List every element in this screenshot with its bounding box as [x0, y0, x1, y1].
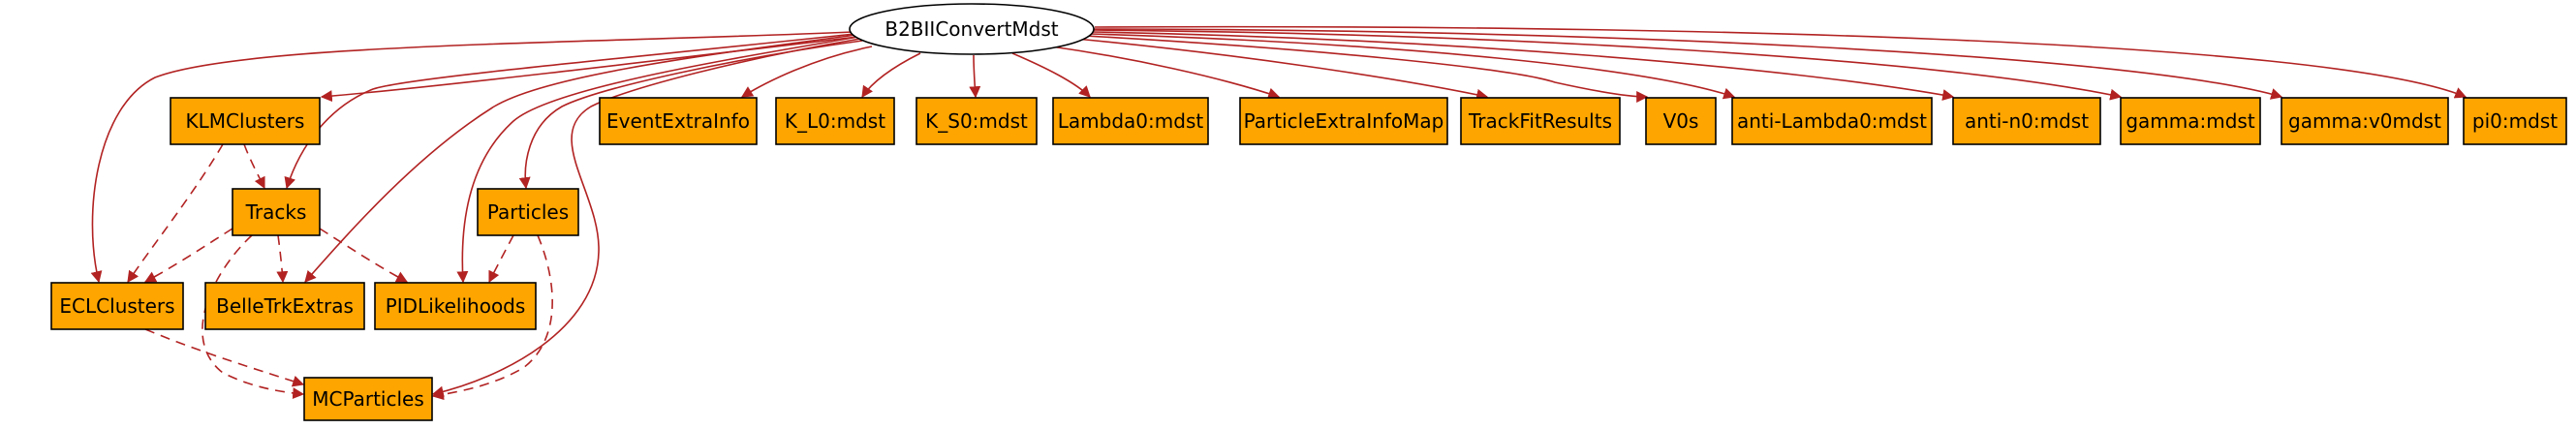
- node-pidlikelihoods-label: PIDLikelihoods: [386, 294, 526, 318]
- node-eventextrainfo-label: EventExtraInfo: [606, 109, 750, 133]
- edge-root-to-antilambda0mdst: [1089, 33, 1736, 100]
- node-trackfitresults-label: TrackFitResults: [1468, 109, 1612, 133]
- node-mcparticles: MCParticles: [303, 377, 433, 421]
- edge-root-to-trackfitresults: [1074, 38, 1489, 101]
- node-eclclusters-label: ECLClusters: [59, 294, 174, 318]
- edge-root-to-lambda0mdst: [1011, 52, 1091, 98]
- edge-root-to-belletrkextras: [304, 34, 857, 283]
- node-kl0mdst: K_L0:mdst: [775, 97, 895, 145]
- edge-tracks-to-mcparticles: [202, 234, 305, 400]
- node-antin0mdst: anti-n0:mdst: [1952, 97, 2101, 145]
- node-ks0mdst-label: K_S0:mdst: [925, 109, 1028, 133]
- edge-root-to-tracks: [284, 33, 855, 190]
- edge-root-to-mcparticles: [431, 38, 861, 398]
- edge-tracks-to-eclclusters: [143, 228, 233, 283]
- node-antilambda0mdst-shape: [1731, 97, 1933, 145]
- node-root-label: B2BIIConvertMdst: [885, 17, 1058, 41]
- node-lambda0mdst-shape: [1052, 97, 1209, 145]
- node-gammav0mdst-label: gamma:v0mdst: [2288, 109, 2441, 133]
- node-particles: Particles: [477, 188, 579, 236]
- node-particles-shape: [477, 188, 579, 236]
- edge-root-to-klmclusters: [320, 36, 858, 103]
- node-trackfitresults: TrackFitResults: [1460, 97, 1621, 145]
- node-tracks: Tracks: [232, 188, 321, 236]
- edge-particles-to-pidlikelihoods: [488, 234, 514, 284]
- edge-root-to-pi0mdst: [1094, 25, 2467, 99]
- node-v0s: V0s: [1645, 97, 1717, 145]
- node-root-shape: [849, 3, 1095, 55]
- node-eclclusters-shape: [50, 282, 184, 330]
- edge-klmclusters-to-tracks: [243, 143, 265, 190]
- edge-tracks-to-belletrkextras: [276, 234, 289, 284]
- node-ks0mdst: K_S0:mdst: [916, 97, 1038, 145]
- node-particleextrainfomap-label: ParticleExtraInfoMap: [1244, 109, 1444, 133]
- edge-particles-to-mcparticles: [431, 234, 553, 401]
- node-tracks-label: Tracks: [245, 200, 307, 224]
- edge-klmclusters-to-eclclusters: [127, 143, 224, 283]
- edge-root-to-antin0mdst: [1091, 31, 1955, 101]
- node-v0s-label: V0s: [1663, 109, 1699, 133]
- node-gammav0mdst: gamma:v0mdst: [2281, 97, 2449, 145]
- node-particleextrainfomap-shape: [1239, 97, 1448, 145]
- node-particleextrainfomap: ParticleExtraInfoMap: [1239, 97, 1448, 145]
- edge-eclclusters-to-mcparticles: [144, 328, 305, 387]
- node-klmclusters: KLMClusters: [170, 97, 321, 145]
- edge-root-to-v0s: [1084, 35, 1649, 103]
- edge-tracks-to-pidlikelihoods: [319, 228, 409, 283]
- node-belletrkextras-label: BelleTrkExtras: [216, 294, 354, 318]
- node-kl0mdst-shape: [775, 97, 895, 145]
- node-eclclusters: ECLClusters: [50, 282, 184, 330]
- node-trackfitresults-shape: [1460, 97, 1621, 145]
- edge-root-to-gammamdst: [1092, 29, 2123, 101]
- node-pi0mdst-label: pi0:mdst: [2472, 109, 2558, 133]
- node-pi0mdst-shape: [2463, 97, 2567, 145]
- edge-root-to-pidlikelihoods: [456, 36, 859, 284]
- node-kl0mdst-label: K_L0:mdst: [785, 109, 885, 133]
- edge-root-to-particles: [518, 40, 863, 190]
- edge-root-to-eclclusters: [90, 31, 853, 284]
- node-mcparticles-label: MCParticles: [312, 387, 424, 411]
- edge-root-to-eventextrainfo: [740, 46, 873, 98]
- node-gammamdst-label: gamma:mdst: [2126, 109, 2255, 133]
- node-eventextrainfo-shape: [599, 97, 758, 145]
- node-gammamdst: gamma:mdst: [2120, 97, 2261, 145]
- node-belletrkextras: BelleTrkExtras: [204, 282, 365, 330]
- node-klmclusters-label: KLMClusters: [186, 109, 305, 133]
- edges-layer: [90, 25, 2467, 401]
- edge-root-to-particleextrainfomap: [1050, 46, 1281, 100]
- node-lambda0mdst-label: Lambda0:mdst: [1058, 109, 1204, 133]
- node-pidlikelihoods: PIDLikelihoods: [374, 282, 537, 330]
- node-gammav0mdst-shape: [2281, 97, 2449, 145]
- node-antilambda0mdst-label: anti-Lambda0:mdst: [1737, 109, 1927, 133]
- node-root: B2BIIConvertMdst: [849, 3, 1095, 55]
- node-antin0mdst-label: anti-n0:mdst: [1965, 109, 2089, 133]
- node-mcparticles-shape: [303, 377, 433, 421]
- node-antin0mdst-shape: [1952, 97, 2101, 145]
- nodes-layer: B2BIIConvertMdstKLMClustersTracksECLClus…: [50, 3, 2567, 421]
- node-pidlikelihoods-shape: [374, 282, 537, 330]
- node-pi0mdst: pi0:mdst: [2463, 97, 2567, 145]
- node-v0s-shape: [1645, 97, 1717, 145]
- edge-root-to-ks0mdst: [969, 54, 981, 99]
- edge-root-to-kl0mdst: [861, 52, 921, 98]
- node-belletrkextras-shape: [204, 282, 365, 330]
- node-eventextrainfo: EventExtraInfo: [599, 97, 758, 145]
- node-lambda0mdst: Lambda0:mdst: [1052, 97, 1209, 145]
- node-gammamdst-shape: [2120, 97, 2261, 145]
- node-klmclusters-shape: [170, 97, 321, 145]
- node-antilambda0mdst: anti-Lambda0:mdst: [1731, 97, 1933, 145]
- edge-root-to-gammav0mdst: [1093, 28, 2283, 100]
- node-particles-label: Particles: [487, 200, 569, 224]
- node-tracks-shape: [232, 188, 321, 236]
- node-ks0mdst-shape: [916, 97, 1038, 145]
